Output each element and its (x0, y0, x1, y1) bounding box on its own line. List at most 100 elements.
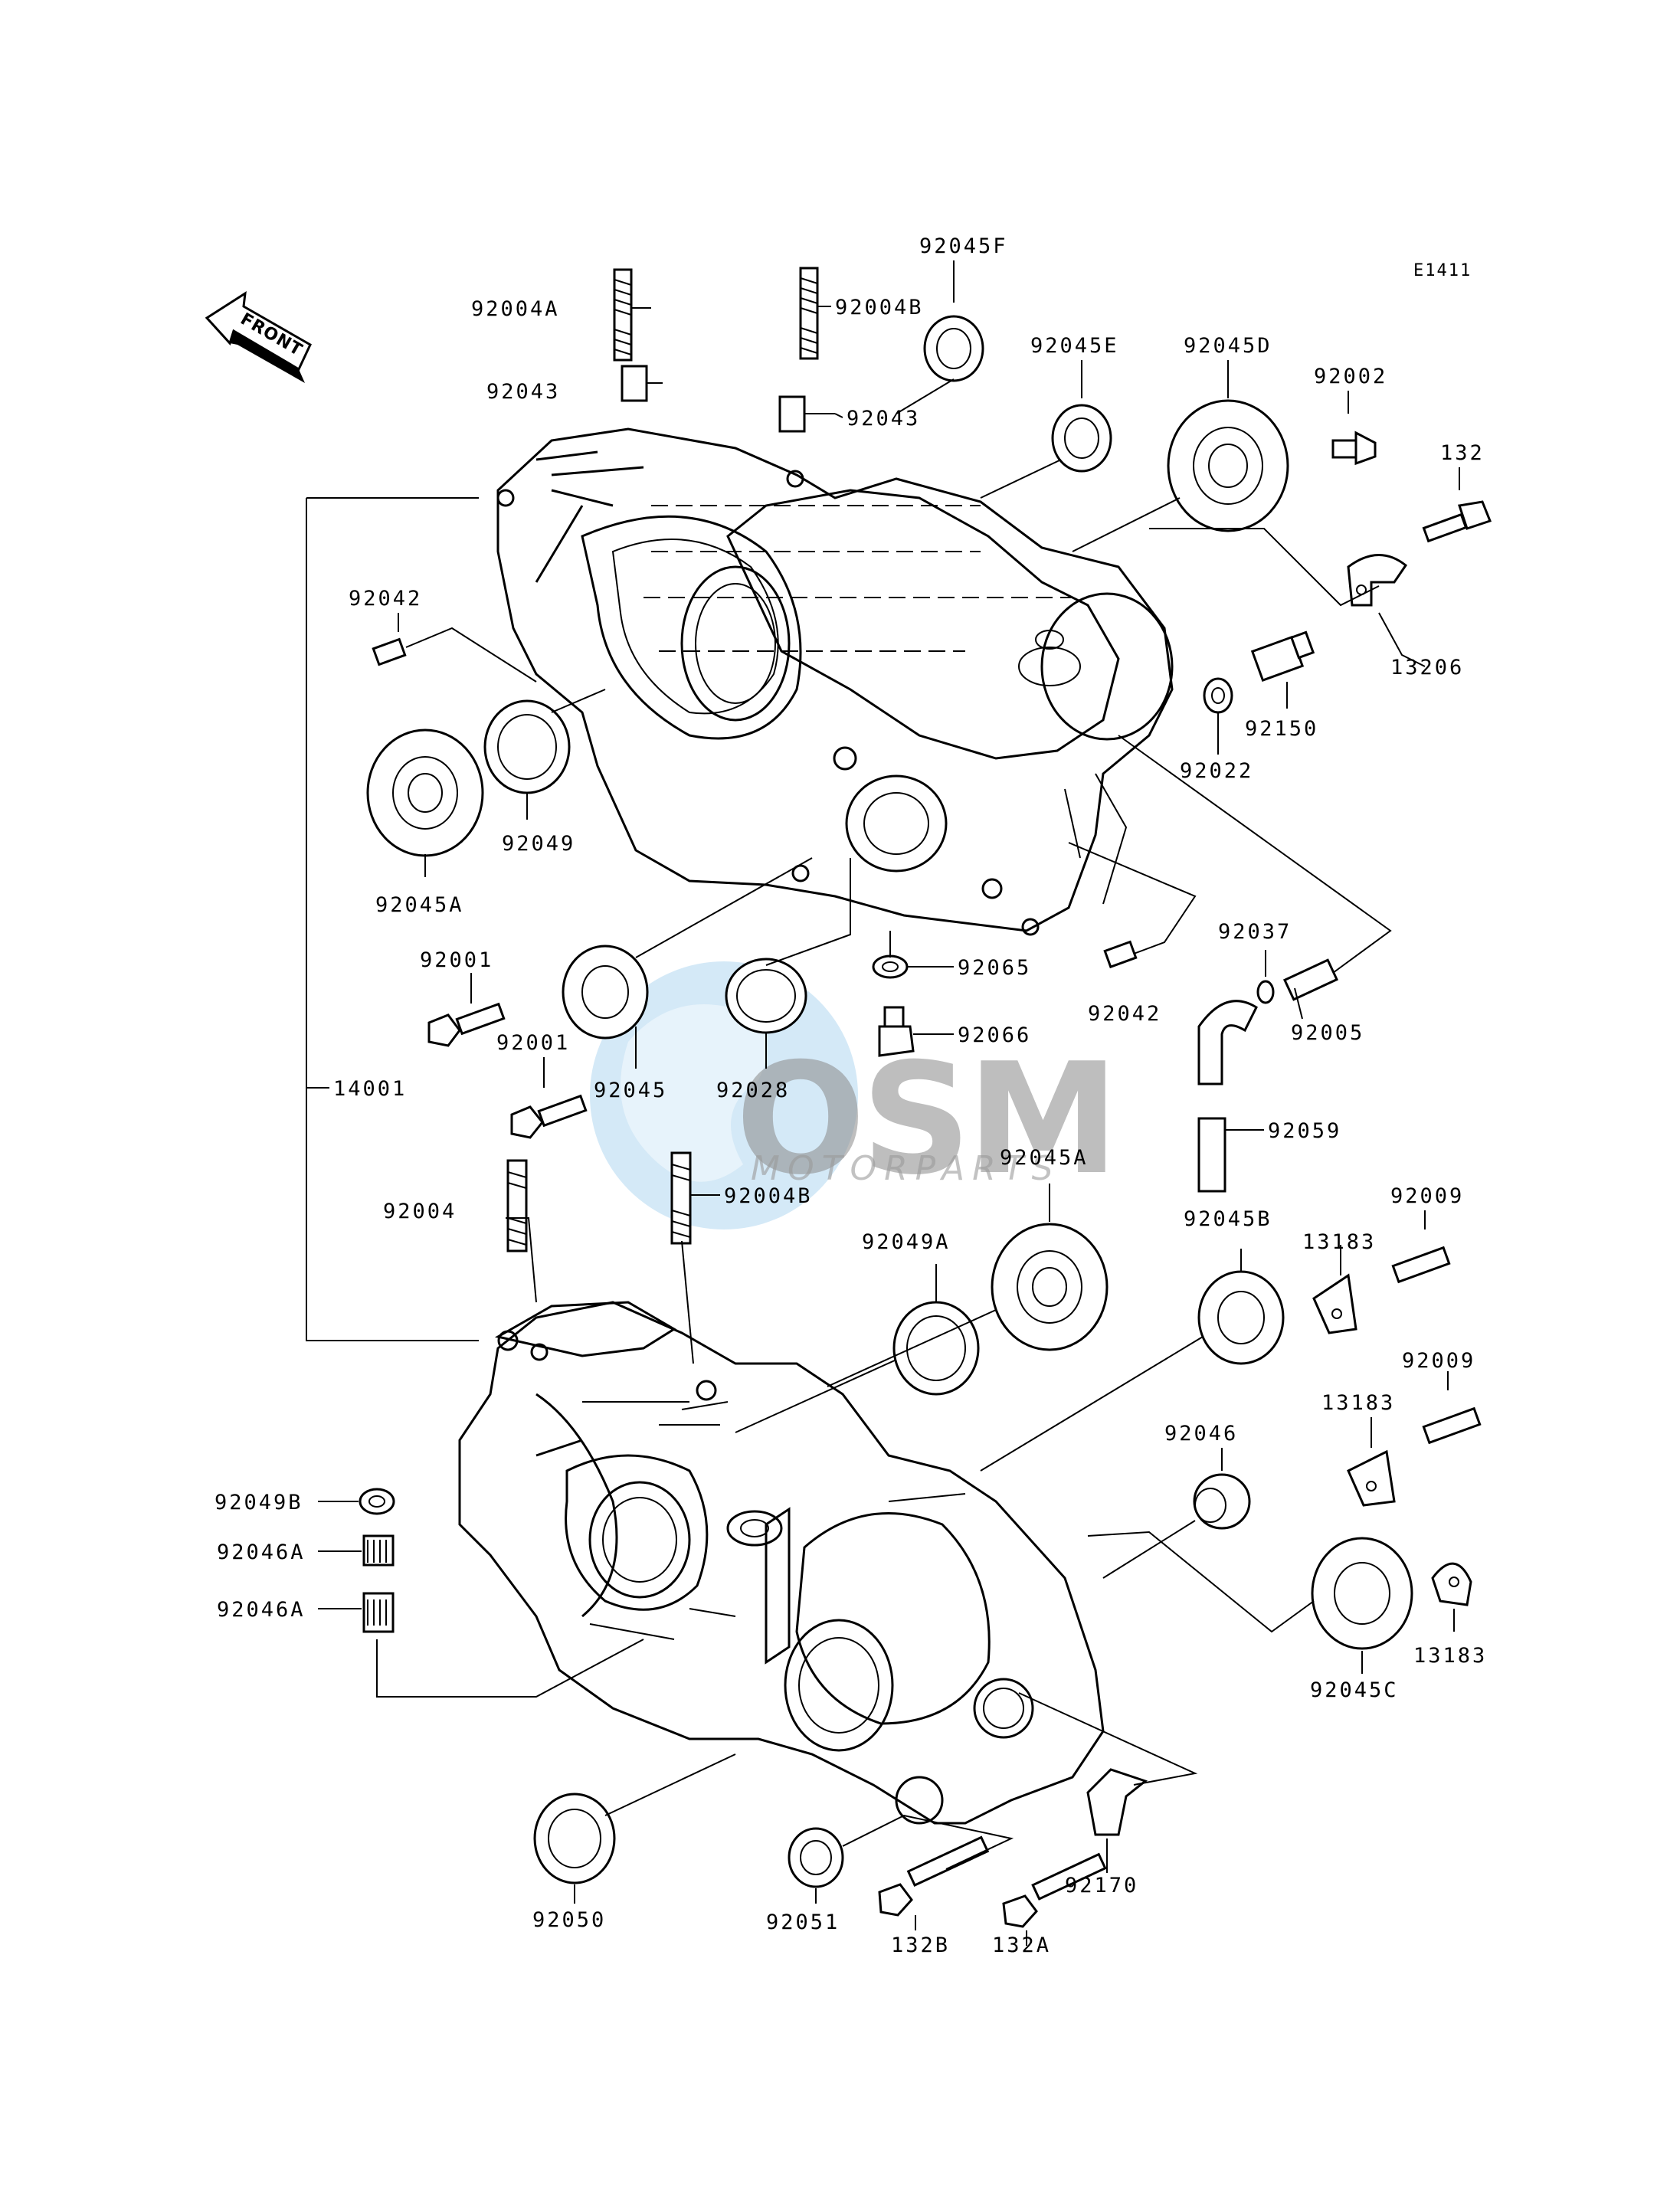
label-92045C: 92045C (1310, 1678, 1399, 1702)
label-92045E: 92045E (1030, 334, 1119, 358)
bolt-132A (1002, 1852, 1107, 1928)
label-92049: 92049 (502, 832, 575, 856)
bearing-92046A-a (362, 1534, 395, 1567)
label-92049B: 92049B (215, 1491, 303, 1514)
label-13183-b: 13183 (1321, 1391, 1395, 1415)
bushing-92028 (725, 958, 807, 1034)
label-92009-b: 92009 (1402, 1349, 1475, 1373)
bearing-92045C (1311, 1537, 1413, 1650)
oil-seal-92049A (892, 1301, 980, 1396)
seal-92049B (359, 1488, 395, 1515)
upper-crankcase-half (496, 427, 1174, 936)
washer-92022 (1203, 677, 1233, 714)
label-132A: 132A (992, 1933, 1051, 1957)
bearing-92045F (923, 315, 984, 382)
label-92002: 92002 (1314, 365, 1387, 388)
bearing-92045A-right (991, 1223, 1109, 1351)
bearing-92045D (1167, 399, 1289, 532)
hose-92059 (1197, 1000, 1258, 1193)
label-92042-top: 92042 (349, 587, 422, 611)
label-92004B-bottom: 92004B (724, 1184, 813, 1208)
front-arrow-icon: FRONT (205, 291, 312, 383)
bolt-92002 (1331, 431, 1377, 466)
label-92065: 92065 (958, 956, 1031, 980)
label-92001-b: 92001 (496, 1031, 570, 1055)
washer-92065 (872, 954, 909, 979)
plate-13183-a (1312, 1273, 1357, 1334)
label-92045F: 92045F (919, 234, 1008, 258)
dowel-92042-mid (1103, 940, 1138, 969)
bearing-92046 (1193, 1473, 1251, 1530)
clip-92037 (1256, 980, 1275, 1004)
label-132B: 132B (891, 1933, 950, 1957)
fitting-92150 (1250, 630, 1315, 682)
bearing-92046A-b (362, 1592, 395, 1633)
label-92046: 92046 (1164, 1422, 1238, 1446)
label-132: 132 (1440, 441, 1485, 465)
oil-seal-92049 (483, 699, 571, 794)
label-92043-left: 92043 (486, 380, 560, 404)
diagram-code: E1411 (1413, 261, 1472, 280)
label-92004B-top: 92004B (835, 296, 924, 319)
label-92045: 92045 (594, 1079, 667, 1102)
label-92045A-right: 92045A (1000, 1146, 1089, 1170)
label-92045A-left: 92045A (375, 893, 464, 917)
label-92059: 92059 (1268, 1119, 1341, 1143)
label-92001-a: 92001 (420, 948, 493, 972)
label-92150: 92150 (1245, 717, 1318, 741)
stud-92004B-top (799, 267, 819, 360)
label-92050: 92050 (532, 1908, 606, 1932)
label-92028: 92028 (716, 1079, 790, 1102)
label-92045B: 92045B (1184, 1207, 1272, 1231)
bearing-92045B (1197, 1270, 1285, 1365)
plate-13183-b (1347, 1449, 1396, 1507)
screw-92009-b (1422, 1406, 1482, 1445)
bolt-92001-b (510, 1094, 588, 1139)
stud-92004B-bottom (670, 1151, 692, 1245)
dowel-92043-right (778, 395, 806, 433)
label-14001: 14001 (333, 1077, 407, 1101)
label-92051: 92051 (766, 1911, 840, 1934)
label-92004A: 92004A (471, 297, 560, 321)
watermark: OSM MOTORPARTS (590, 961, 1119, 1229)
watermark-logo: OSM (735, 1030, 1115, 1209)
bolt-92001-a (427, 1002, 506, 1047)
label-13183-c: 13183 (1413, 1644, 1487, 1668)
bearing-92045A-left (366, 729, 484, 857)
label-92005: 92005 (1291, 1021, 1364, 1045)
label-92037: 92037 (1218, 920, 1292, 944)
label-92046A-b: 92046A (217, 1598, 306, 1622)
label-92066: 92066 (958, 1023, 1031, 1047)
bearing-92045 (562, 945, 649, 1040)
label-92022: 92022 (1180, 759, 1253, 783)
fitting-92005 (1282, 958, 1339, 1001)
label-92045D: 92045D (1184, 334, 1272, 358)
label-92042-mid: 92042 (1088, 1002, 1161, 1026)
oil-seal-92051 (788, 1827, 844, 1888)
watermark-subtitle: MOTORPARTS (751, 1149, 1061, 1188)
bolt-132B (878, 1835, 990, 1917)
screw-92009-a (1391, 1246, 1451, 1284)
bolt-132 (1422, 500, 1492, 543)
label-13206: 13206 (1390, 656, 1464, 679)
bearing-92045E (1051, 404, 1112, 473)
dowel-92043-left (621, 365, 648, 402)
stud-92004A (613, 268, 633, 362)
clamp-92170 (1086, 1768, 1148, 1836)
label-92043-right: 92043 (847, 407, 920, 431)
plug-92066 (878, 1006, 915, 1057)
stud-92004 (506, 1159, 528, 1252)
label-92046A-a: 92046A (217, 1541, 306, 1564)
label-13183-a: 13183 (1302, 1230, 1376, 1254)
label-92004: 92004 (383, 1200, 457, 1223)
label-92049A: 92049A (862, 1230, 951, 1254)
label-92170: 92170 (1065, 1874, 1138, 1897)
dowel-92042-top (372, 637, 407, 666)
plate-13183-c (1431, 1562, 1472, 1606)
oil-seal-92050 (533, 1793, 616, 1884)
label-92009-a: 92009 (1390, 1184, 1464, 1208)
leader-lines (306, 260, 1460, 1946)
lower-crankcase-half (458, 1301, 1105, 1825)
part-labels: 92004A 92004B 92045F 92045E 92045D 92002… (215, 234, 1487, 1957)
